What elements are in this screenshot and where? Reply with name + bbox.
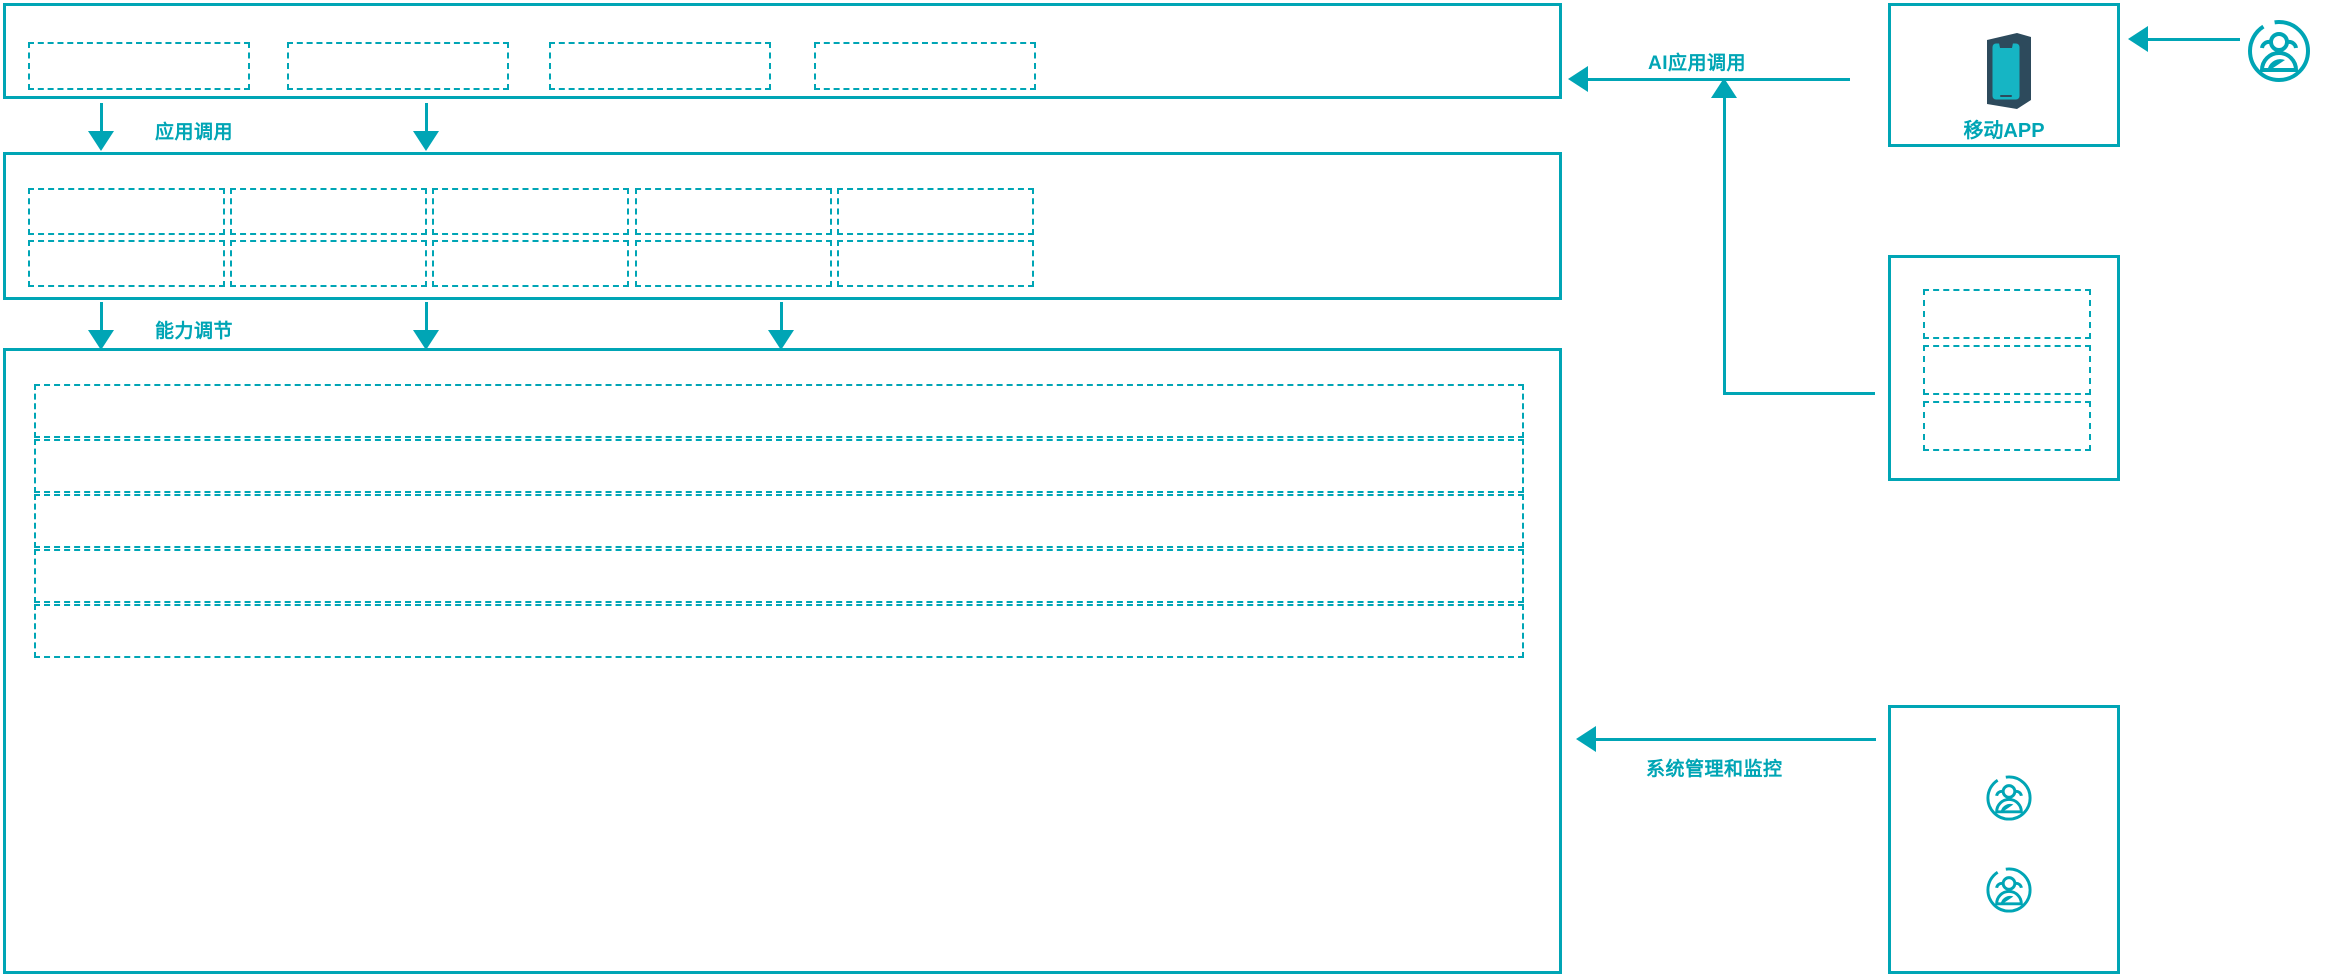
system-management-label: 系统管理和监控 bbox=[1646, 759, 1783, 780]
infrastructure-slot-5[interactable] bbox=[34, 604, 1524, 658]
capability-slot-r2c2[interactable] bbox=[230, 240, 427, 287]
capability-slot-r1c1[interactable] bbox=[28, 188, 225, 235]
operations-users-group-icon-2 bbox=[1985, 866, 2033, 914]
capability-slot-r1c3[interactable] bbox=[432, 188, 629, 235]
channel-slot-2[interactable] bbox=[1923, 345, 2091, 395]
end-user-to-mobile-app-line bbox=[2148, 38, 2240, 41]
capability-call-arrow-2-head bbox=[413, 330, 439, 350]
capability-call-arrow-3-line bbox=[780, 302, 783, 340]
channel-slot-1[interactable] bbox=[1923, 289, 2091, 339]
application-slot-3[interactable] bbox=[549, 42, 771, 90]
capability-slot-r2c5[interactable] bbox=[837, 240, 1034, 287]
capability-call-arrow-3-head bbox=[768, 330, 794, 350]
capability-slot-r2c3[interactable] bbox=[432, 240, 629, 287]
application-call-label: 应用调用 bbox=[155, 122, 234, 143]
channel-panel[interactable] bbox=[1888, 255, 2120, 481]
application-call-arrow-1-head bbox=[88, 131, 114, 151]
application-call-arrow-2-head bbox=[413, 131, 439, 151]
system-management-arrow-head bbox=[1576, 726, 1596, 752]
ai-application-call-vertical-line bbox=[1723, 98, 1726, 395]
channel-slot-3[interactable] bbox=[1923, 401, 2091, 451]
ai-application-call-arrow-head bbox=[1568, 66, 1588, 92]
ai-application-call-base-line bbox=[1723, 392, 1875, 395]
application-slot-1[interactable] bbox=[28, 42, 250, 90]
end-user-icon bbox=[2246, 18, 2312, 84]
capability-call-arrow-1-head bbox=[88, 330, 114, 350]
system-management-line bbox=[1596, 738, 1876, 741]
operations-panel[interactable] bbox=[1888, 705, 2120, 974]
application-slot-4[interactable] bbox=[814, 42, 1036, 90]
infrastructure-layer-section bbox=[3, 348, 1562, 974]
mobile-app-panel[interactable]: 移动APP bbox=[1888, 3, 2120, 147]
application-slot-2[interactable] bbox=[287, 42, 509, 90]
ai-application-call-up-arrow-head bbox=[1711, 78, 1737, 98]
application-call-arrow-1-line bbox=[100, 103, 103, 139]
capability-layer-section bbox=[3, 152, 1562, 300]
mobile-app-label: 移动APP bbox=[1963, 120, 2045, 142]
capability-slot-r2c1[interactable] bbox=[28, 240, 225, 287]
infrastructure-slot-3[interactable] bbox=[34, 494, 1524, 548]
operations-users-group-icon-1 bbox=[1985, 774, 2033, 822]
infrastructure-slot-2[interactable] bbox=[34, 439, 1524, 493]
ai-application-call-label: AI应用调用 bbox=[1648, 53, 1747, 74]
capability-slot-r1c4[interactable] bbox=[635, 188, 832, 235]
end-user-to-mobile-app-arrow-head bbox=[2128, 26, 2148, 52]
infrastructure-slot-4[interactable] bbox=[34, 549, 1524, 603]
application-call-arrow-2-line bbox=[425, 103, 428, 139]
capability-call-label: 能力调节 bbox=[155, 321, 234, 342]
capability-call-arrow-1-line bbox=[100, 302, 103, 340]
capability-slot-r2c4[interactable] bbox=[635, 240, 832, 287]
capability-slot-r1c5[interactable] bbox=[837, 188, 1034, 235]
smartphone-icon bbox=[1979, 30, 2035, 112]
infrastructure-slot-1[interactable] bbox=[34, 384, 1524, 438]
application-layer-section bbox=[3, 3, 1562, 99]
capability-slot-r1c2[interactable] bbox=[230, 188, 427, 235]
capability-call-arrow-2-line bbox=[425, 302, 428, 340]
